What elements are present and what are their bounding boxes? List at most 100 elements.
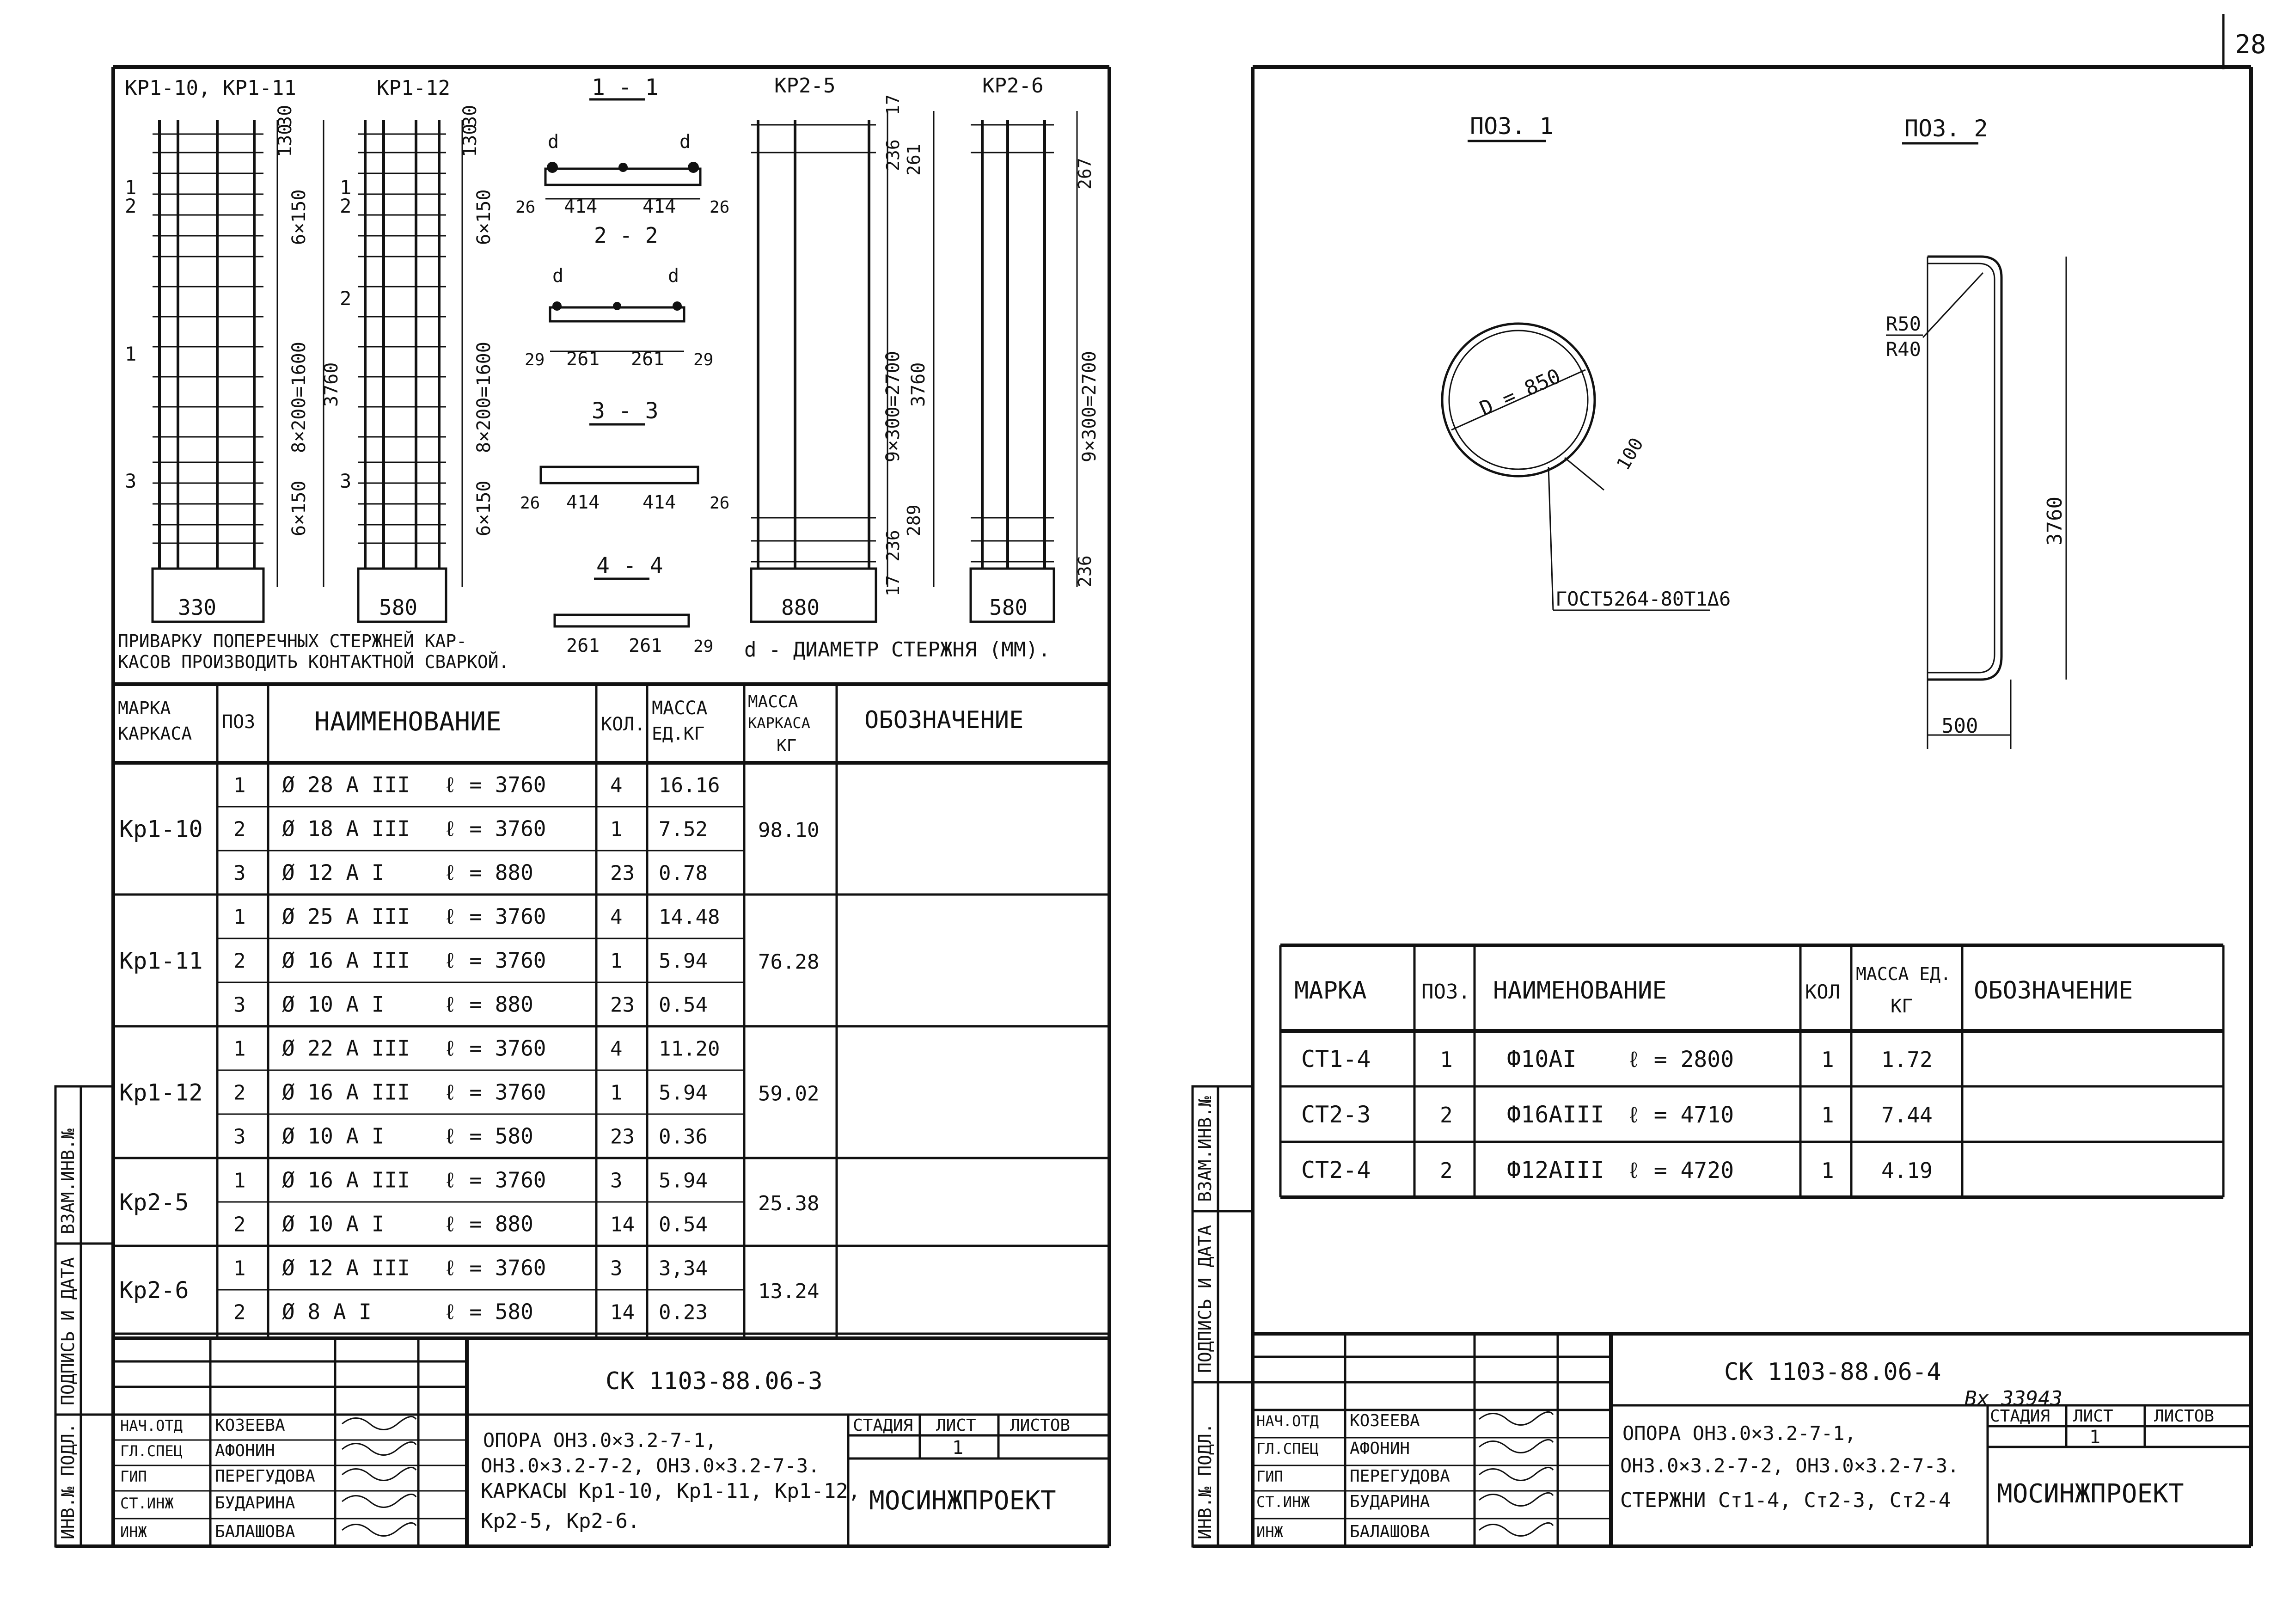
lt-mass-1-0: 14.48 bbox=[659, 906, 720, 929]
ring-drawing: D = 850 100 ГОСТ5264-80Т1Δ6 bbox=[1441, 322, 1731, 611]
dim-s29c: 29 bbox=[693, 637, 713, 656]
lt-pos-3-1: 2 bbox=[233, 1213, 246, 1237]
lt-pos-2-0: 1 bbox=[233, 1037, 246, 1061]
lt-name-3-0: Ø 16 А III bbox=[282, 1168, 410, 1193]
lt-len-0-0: ℓ = 3760 bbox=[444, 772, 546, 797]
lt-name-2-0: Ø 22 А III bbox=[282, 1036, 410, 1061]
lt-name-1-1: Ø 16 А III bbox=[282, 948, 410, 973]
rt-staff-role-2: ГИП bbox=[1256, 1468, 1283, 1485]
right-org: МОСИНЖПРОЕКТ bbox=[1997, 1479, 2184, 1509]
signature-2 bbox=[342, 1466, 417, 1481]
right-sheets-label: ЛИСТОВ bbox=[2154, 1407, 2214, 1426]
lt-total-3: 25.38 bbox=[758, 1192, 819, 1215]
right-sheet-label: ЛИСТ bbox=[2073, 1407, 2113, 1426]
lt-pos-2-1: 2 bbox=[233, 1081, 246, 1105]
dim-9x300-b: 9×300=2700 bbox=[1079, 351, 1100, 462]
sec-mark-k2-2: 2 bbox=[340, 195, 351, 217]
signature-0 bbox=[342, 1416, 417, 1430]
rt-mark-1: СТ2-3 bbox=[1301, 1101, 1371, 1128]
label-kr2-6: КР2-6 bbox=[982, 74, 1043, 98]
lt-mass-1-1: 5.94 bbox=[659, 950, 708, 973]
r-side-inv-orig: ИНВ.№ ПОДЛ. bbox=[1195, 1423, 1215, 1539]
lt-mass-4-1: 0.23 bbox=[659, 1301, 708, 1324]
dim-30-a: 30 bbox=[275, 105, 296, 127]
lt-len-1-1: ℓ = 3760 bbox=[444, 948, 546, 973]
lt-mark-0: Кр1-10 bbox=[119, 816, 203, 843]
left-code: СК 1103-88.06-3 bbox=[606, 1367, 823, 1395]
d-label-b: d bbox=[679, 131, 691, 153]
lt-qty-4-1: 14 bbox=[610, 1301, 635, 1324]
lt-qty-2-0: 4 bbox=[610, 1037, 623, 1061]
label-kr2-5: КР2-5 bbox=[774, 74, 835, 98]
right-code: СК 1103-88.06-4 bbox=[1724, 1358, 1941, 1386]
lt-staff-name-1: АФОНИН bbox=[215, 1441, 275, 1460]
lt-len-3-1: ℓ = 880 bbox=[444, 1212, 533, 1237]
sections: 1 - 1 d d 26 414 414 26 2 - 2 d d 29 261… bbox=[515, 74, 729, 656]
sec-mark-1: 1 bbox=[125, 176, 136, 199]
dim-6x150-d: 6×150 bbox=[473, 481, 495, 536]
dim-267: 267 bbox=[1075, 158, 1095, 190]
rt-head-mark: МАРКА bbox=[1294, 977, 1367, 1005]
sec-mark-1b: 1 bbox=[125, 343, 136, 365]
signature-3 bbox=[342, 1493, 417, 1508]
rt-mark-2: СТ2-4 bbox=[1301, 1157, 1371, 1183]
lt-pos-1-1: 2 bbox=[233, 950, 246, 973]
lt-name-3-1: Ø 10 А I bbox=[282, 1212, 385, 1237]
lt-head-mark-1: МАРКА bbox=[118, 698, 171, 718]
lt-qty-2-2: 23 bbox=[610, 1125, 635, 1149]
lt-len-4-1: ℓ = 580 bbox=[444, 1299, 533, 1324]
r-signature-1 bbox=[1479, 1439, 1554, 1453]
dim-289-a: 289 bbox=[904, 504, 924, 536]
rt-staff-role-3: СТ.ИНЖ bbox=[1256, 1493, 1310, 1511]
side-sign-date: ПОДПИСЬ И ДАТА bbox=[58, 1257, 78, 1405]
cage-kr2-5: 880 17 236 261 9×300=2700 3760 289 236 1… bbox=[750, 94, 935, 623]
rt-mass-1: 7.44 bbox=[1881, 1103, 1933, 1128]
lt-qty-1-0: 4 bbox=[610, 906, 623, 929]
lt-total-4: 13.24 bbox=[758, 1280, 819, 1303]
lt-total-2: 59.02 bbox=[758, 1082, 819, 1106]
rt-staff-name-4: БАЛАШОВА bbox=[1350, 1522, 1430, 1541]
dim-3760-r: 3760 bbox=[2043, 496, 2067, 545]
lt-name-1-2: Ø 10 А I bbox=[282, 992, 385, 1017]
left-desc-3: КАРКАСЫ Кр1-10, Кр1-11, Кр1-12, bbox=[481, 1479, 860, 1503]
r-signature-0 bbox=[1479, 1411, 1554, 1426]
dim-s29a: 29 bbox=[525, 350, 545, 369]
signature-4 bbox=[342, 1522, 417, 1537]
label-kr1-10-11: КР1-10, КР1-11 bbox=[125, 76, 296, 100]
right-stage-label: СТАДИЯ bbox=[1990, 1407, 2050, 1426]
rt-mass-2: 4.19 bbox=[1881, 1158, 1933, 1183]
label-kr1-12: КР1-12 bbox=[377, 76, 450, 100]
dim-261-a: 261 bbox=[904, 144, 924, 176]
left-sheets-label: ЛИСТОВ bbox=[1010, 1416, 1070, 1435]
rt-qty-0: 1 bbox=[1821, 1047, 1834, 1072]
lt-mass-0-2: 0.78 bbox=[659, 862, 708, 885]
d-label-a: d bbox=[548, 131, 559, 153]
rt-mass-0: 1.72 bbox=[1881, 1047, 1933, 1072]
dim-r50: R50 bbox=[1886, 313, 1921, 335]
lt-staff-name-3: БУДАРИНА bbox=[215, 1494, 295, 1513]
lt-staff-role-3: СТ.ИНЖ bbox=[120, 1495, 174, 1512]
rt-head-mass-2: КГ bbox=[1891, 996, 1913, 1017]
rt-head-desig: ОБОЗНАЧЕНИЕ bbox=[1974, 977, 2133, 1005]
rt-pos-1: 2 bbox=[1440, 1103, 1453, 1128]
lt-pos-1-0: 1 bbox=[233, 906, 246, 929]
d-label-c: d bbox=[552, 265, 563, 287]
cage-kr2-6: 580 267 9×300=2700 236 bbox=[969, 111, 1100, 623]
dim-330: 330 bbox=[178, 595, 216, 620]
rt-head-mass-1: МАССА ЕД. bbox=[1856, 964, 1951, 984]
lt-mass-3-1: 0.54 bbox=[659, 1213, 708, 1237]
lt-head-qty: КОЛ. bbox=[601, 714, 645, 735]
dim-9x300-a: 9×300=2700 bbox=[882, 351, 904, 462]
lt-staff-role-4: ИНЖ bbox=[120, 1523, 147, 1541]
rt-name-1: Ф16АIII bbox=[1507, 1101, 1604, 1128]
rt-staff-role-1: ГЛ.СПЕЦ bbox=[1256, 1440, 1319, 1458]
section-2-2: 2 - 2 bbox=[594, 223, 658, 248]
sec-mark-k2-3: 3 bbox=[340, 470, 351, 492]
poz-1-label: ПОЗ. 1 bbox=[1470, 113, 1554, 140]
page-number: 28 bbox=[2235, 30, 2266, 60]
dim-30-b: 30 bbox=[459, 105, 481, 127]
left-sheet-label: ЛИСТ bbox=[936, 1416, 976, 1435]
